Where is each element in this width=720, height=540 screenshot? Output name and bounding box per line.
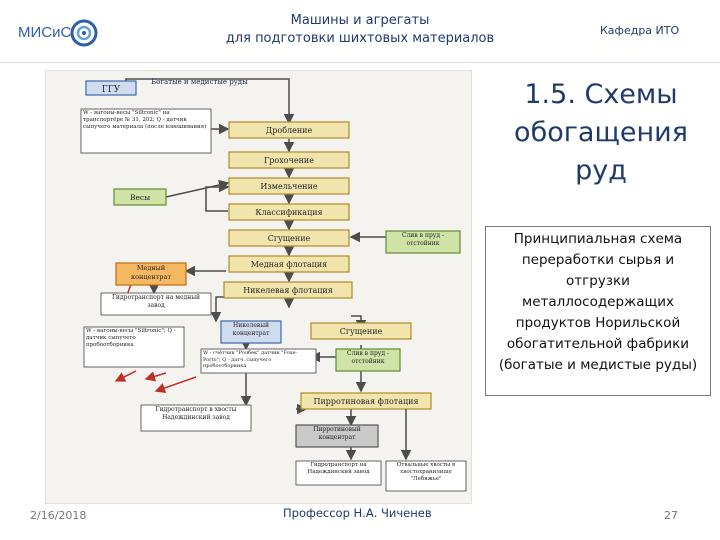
description-line: обогатительной фабрики [506, 336, 690, 352]
process-box [300, 392, 432, 410]
header-title: Машины и агрегаты для подготовки шихтовы… [190, 12, 530, 48]
pyrrhotite-concentrate-label: Пирротиновый концентрат [313, 426, 361, 441]
hydro-copper-box [100, 292, 212, 316]
description-line: продуктов Норильской [515, 315, 681, 331]
process-label: Сгущение [340, 327, 383, 336]
wagon-3-box [200, 348, 317, 374]
header-divider [0, 62, 720, 63]
process-box [228, 255, 350, 273]
process-label: Измельчение [260, 182, 317, 191]
wagon-2-text: W - вагоны-весы "Siltronic"; Q - датчик … [86, 328, 176, 348]
tailings-box [385, 460, 467, 492]
footer-author: Профессор Н.А. Чиченев [283, 506, 432, 520]
legend-caption: Богатые и медистые руды [151, 78, 248, 86]
logo: МИСиС [12, 14, 102, 54]
process-box [228, 121, 350, 139]
process-box [310, 322, 412, 340]
process-boxes: Дробление Грохочение Измельчение Классиф… [223, 121, 432, 410]
flow-diagram-svg: ГГУ Богатые и медистые руды W - вагоны-в… [80, 78, 467, 492]
drain-2-label: Слив в пруд - отстойник [347, 350, 389, 365]
process-box [223, 281, 353, 299]
department-label: Кафедра ИТО [600, 24, 680, 37]
header-title-line1: Машины и агрегаты [290, 13, 430, 28]
footer-date: 2/16/2018 [30, 509, 87, 522]
description-line: Принципиальная схема [513, 231, 683, 247]
description-line: отгрузки [566, 273, 630, 289]
drain-1-box [385, 230, 461, 254]
logo-mark [70, 19, 98, 47]
wagon-2-box [83, 326, 185, 368]
drain-2-box [335, 348, 401, 372]
process-box [228, 229, 350, 247]
hydro-copper-label: Гидротранспорт на медный завод [111, 294, 201, 309]
page-number: 27 [664, 509, 678, 522]
wagon-1-text: W - вагоны-весы "Siltronic" на транспорт… [83, 110, 207, 130]
copper-concentrate-box [115, 262, 187, 286]
nickel-concentrate-label: Никелевый концентрат [232, 322, 270, 337]
process-label: Классификация [255, 208, 322, 217]
hydro-pyrrhotite-label: Гидротранспорт на Надеждинский завод [307, 462, 370, 475]
wagon-3-text: W - счётчик "Ролбек" датчик "Foxe-Porto"… [203, 350, 298, 369]
nickel-concentrate-box [220, 320, 282, 344]
hydro-nickel-box [140, 404, 252, 432]
pyrrhotite-concentrate-box [295, 424, 379, 448]
slide-title: 1.5. Схемы обогащения руд [494, 76, 708, 190]
description-box: Принципиальная схема переработки сырья и… [485, 226, 711, 396]
weights-label: Весы [130, 193, 150, 202]
process-label: Грохочение [264, 156, 314, 165]
tailings-label: Отвальные хвосты в хвостохранилище "Лебя… [396, 462, 456, 482]
process-box [228, 151, 350, 169]
description-line: металлосодержащих [522, 294, 674, 310]
hydro-pyrrhotite-box [295, 460, 382, 486]
ggu-box [85, 80, 137, 96]
header-title-line2: для подготовки шихтовых материалов [225, 31, 495, 46]
flow-diagram: ГГУ Богатые и медистые руды W - вагоны-в… [45, 70, 472, 504]
process-box [228, 203, 350, 221]
process-label: Никелевая флотация [243, 286, 333, 295]
slide-title-line2: обогащения [514, 117, 688, 148]
process-label: Медная флотация [251, 260, 327, 269]
process-label: Сгущение [268, 234, 311, 243]
weights-box [113, 188, 167, 206]
drain-1-label: Слив в пруд - отстойник [402, 232, 444, 247]
description-line: переработки сырья и [521, 252, 675, 268]
slide-title-line3: руд [575, 155, 627, 186]
ggu-label: ГГУ [102, 85, 121, 95]
process-box [228, 177, 350, 195]
process-label: Пирротиновая флотация [313, 397, 418, 406]
description-line: (богатые и медистые руды) [498, 357, 698, 373]
wagon-1-box [80, 108, 212, 154]
hydro-nickel-label: Гидротранспорт в хвосты Надеждинский зав… [155, 406, 237, 421]
slide-title-line1: 1.5. Схемы [524, 79, 678, 110]
process-label: Дробление [266, 126, 313, 135]
copper-concentrate-label: Медный концентрат [131, 264, 171, 281]
logo-text: МИСиС [18, 24, 72, 41]
